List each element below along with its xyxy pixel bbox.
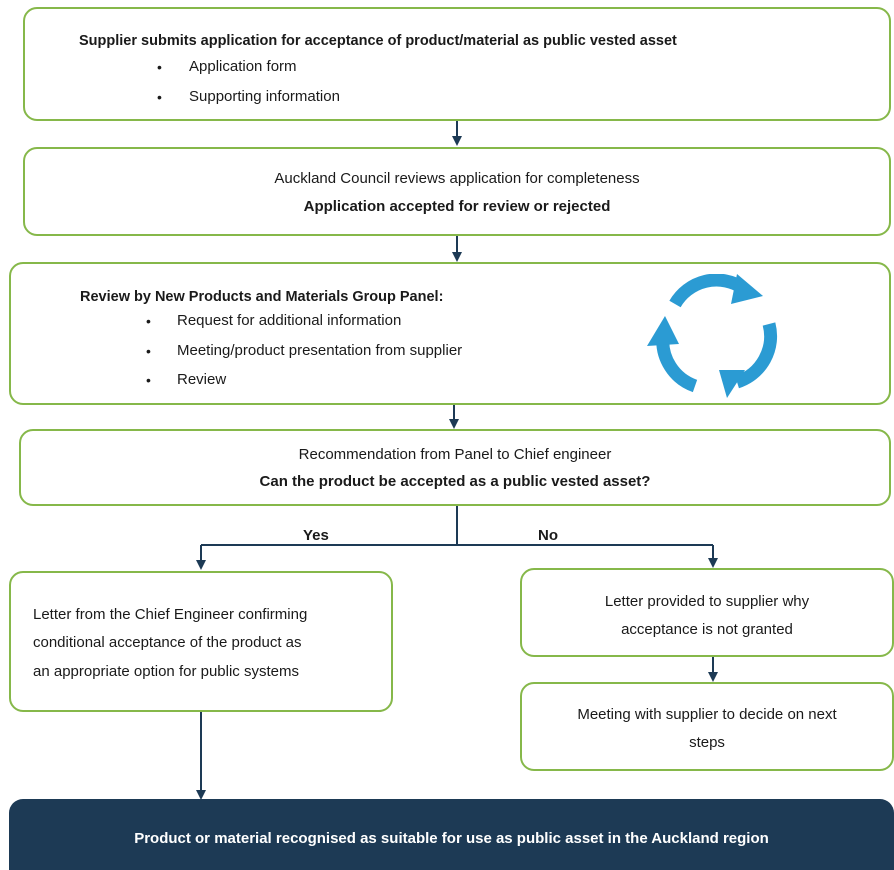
acceptance-letter-line-1: Letter from the Chief Engineer confirmin…	[33, 606, 308, 623]
acceptance-letter-line-2: conditional acceptance of the product as	[33, 634, 302, 651]
bullet-icon: •	[146, 343, 151, 359]
rejection-letter-line-1: Letter provided to supplier why	[604, 593, 810, 610]
bullet-icon: •	[146, 313, 151, 329]
branch-yes-label: Yes	[303, 527, 329, 544]
step-recommendation	[19, 429, 891, 506]
branch-no-label: No	[538, 527, 558, 544]
final-outcome-text: Product or material recognised as suitab…	[134, 830, 769, 847]
panel-review-title: Review by New Products and Materials Gro…	[80, 289, 444, 305]
step-acceptance-letter	[9, 571, 393, 712]
step-meeting-next-steps	[520, 682, 894, 771]
bullet-icon: •	[157, 89, 162, 105]
decision-question: Can the product be accepted as a public …	[259, 473, 651, 490]
next-steps-line-2: steps	[689, 734, 725, 751]
panel-bullet-3: Review	[177, 371, 227, 388]
recommendation-text: Recommendation from Panel to Chief engin…	[298, 446, 612, 463]
rejection-letter-line-2: acceptance is not granted	[621, 621, 793, 638]
cycle-arrows-icon	[647, 274, 778, 398]
review-completeness-outcome: Application accepted for review or rejec…	[303, 198, 611, 215]
step-submit-application	[23, 7, 891, 121]
step-review-completeness	[23, 147, 891, 236]
next-steps-line-1: Meeting with supplier to decide on next	[577, 706, 837, 723]
acceptance-letter-line-3: an appropriate option for public systems	[33, 663, 299, 680]
step-submit-title: Supplier submits application for accepta…	[79, 33, 677, 49]
step-rejection-letter	[520, 568, 894, 657]
submit-bullet-2: Supporting information	[189, 88, 340, 105]
bullet-icon: •	[157, 59, 162, 75]
bullet-icon: •	[146, 372, 151, 388]
submit-bullet-1: Application form	[189, 58, 297, 75]
review-completeness-text: Auckland Council reviews application for…	[274, 170, 640, 187]
final-outcome-banner: Product or material recognised as suitab…	[9, 799, 894, 870]
panel-bullet-2: Meeting/product presentation from suppli…	[177, 342, 463, 359]
panel-bullet-1: Request for additional information	[177, 312, 402, 329]
